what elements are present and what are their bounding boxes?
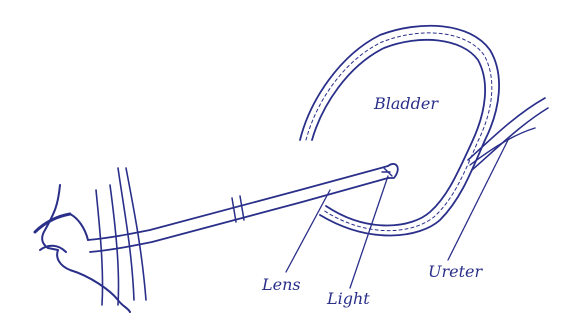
bladder — [300, 26, 499, 236]
ureters — [468, 98, 548, 170]
cystoscope — [88, 164, 398, 252]
lens-pointer — [286, 190, 330, 272]
light-label: Light — [327, 289, 370, 308]
body-outline — [96, 168, 146, 305]
bladder-label: Bladder — [374, 94, 438, 113]
lens-label: Lens — [262, 275, 301, 294]
ureter-label: Ureter — [428, 262, 482, 281]
light-pointer — [350, 176, 388, 288]
